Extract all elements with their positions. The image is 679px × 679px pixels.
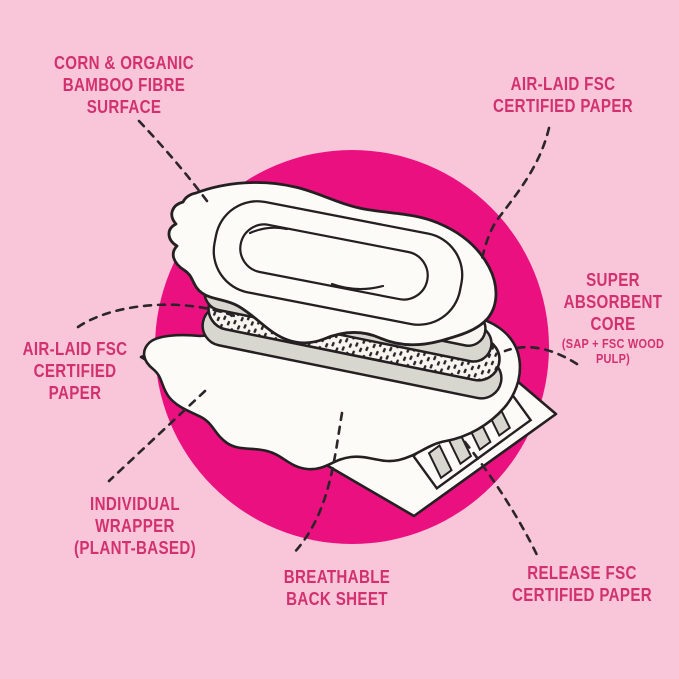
label-corn-bamboo-surface: CORN & ORGANIC BAMBOO FIBRE SURFACE: [32, 53, 217, 119]
label-line: AIR-LAID FSC: [510, 74, 616, 94]
label-release-fsc-paper: RELEASE FSC CERTIFIED PAPER: [494, 563, 670, 607]
label-line: INDIVIDUAL: [90, 494, 180, 514]
label-airlaid-fsc-top: AIR-LAID FSC CERTIFIED PAPER: [466, 74, 659, 118]
label-line: ABSORBENT: [563, 291, 663, 312]
label-line: PAPER: [48, 382, 102, 403]
leader-line-corn-surface: [137, 119, 212, 207]
label-subline: PULP): [595, 351, 631, 367]
leader-line-release-paper: [463, 440, 539, 557]
leader-line-airlaid-left: [76, 303, 239, 329]
label-line: CERTIFIED PAPER: [511, 584, 653, 605]
label-breathable-back-sheet: BREATHABLE BACK SHEET: [253, 567, 421, 611]
label-super-absorbent-core: SUPER ABSORBENT CORE (SAP + FSC WOOD PUL…: [542, 270, 679, 367]
label-line: WRAPPER: [95, 515, 175, 536]
leader-line-super-core: [503, 345, 579, 366]
label-line: SURFACE: [86, 96, 162, 117]
top-sheet-inner-outline: [212, 200, 464, 326]
top-sheet-shape: [167, 181, 498, 347]
leader-line-airlaid-top: [479, 126, 551, 266]
leader-line-wrapper: [107, 389, 207, 483]
top-sheet-channel-outline: [239, 223, 429, 301]
label-line: BACK SHEET: [286, 588, 388, 609]
label-line: CERTIFIED PAPER: [492, 95, 634, 116]
label-airlaid-fsc-left: AIR-LAID FSC CERTIFIED PAPER: [4, 339, 147, 405]
label-line: BREATHABLE: [283, 567, 391, 587]
label-line: SUPER: [586, 270, 640, 290]
label-line: BAMBOO FIBRE: [62, 74, 186, 95]
label-line: CORN & ORGANIC: [54, 53, 194, 73]
label-line: CORE: [590, 313, 636, 334]
label-line: (PLANT-BASED): [74, 537, 196, 558]
label-line: RELEASE FSC: [527, 563, 637, 583]
label-individual-wrapper: INDIVIDUAL WRAPPER (PLANT-BASED): [43, 494, 228, 560]
leader-line-back-sheet: [290, 411, 344, 557]
top-sheet-detail-stroke-1: [248, 226, 289, 235]
top-sheet-detail-stroke-2: [330, 282, 385, 291]
label-line: AIR-LAID FSC: [22, 339, 128, 359]
label-line: CERTIFIED: [33, 360, 117, 381]
label-subline: (SAP + FSC WOOD: [561, 335, 665, 351]
